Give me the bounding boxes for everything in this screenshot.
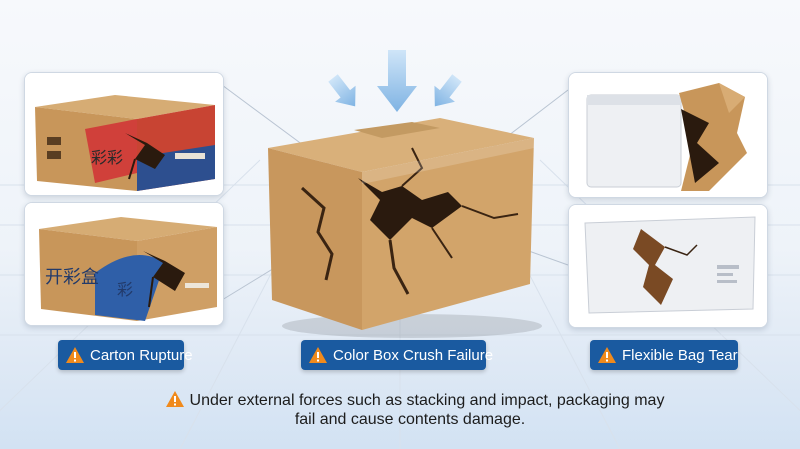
flexible-bag-torn-image	[569, 205, 767, 327]
carton-panel-bottom: 开彩盒 彩	[24, 202, 224, 326]
down-arrow-icon	[377, 50, 417, 112]
bag-tear-badge: Flexible Bag Tear	[590, 340, 738, 370]
warning-icon	[309, 347, 327, 363]
carton-blue-image: 开彩盒 彩	[25, 203, 223, 325]
carton-image: 彩彩	[25, 73, 223, 195]
warning-icon	[598, 347, 616, 363]
box-print-side-text: 彩	[117, 280, 133, 299]
warning-icon	[165, 391, 184, 407]
caption-line-1: Under external forces such as stacking a…	[189, 392, 665, 409]
carton-rupture-badge: Carton Rupture	[58, 340, 193, 370]
badge-label: Flexible Bag Tear	[622, 346, 738, 364]
color-box-crushed-image	[268, 118, 542, 338]
box-print-text: 开彩盒	[45, 267, 99, 288]
pressure-arrows	[328, 50, 462, 112]
box-print-text: 彩彩	[91, 148, 123, 167]
carton-panel-top: 彩彩	[24, 72, 224, 196]
badge-label: Color Box Crush Failure	[333, 346, 494, 364]
bag-panel-top	[568, 72, 768, 198]
badge-label: Carton Rupture	[90, 346, 193, 364]
warning-icon	[66, 347, 84, 363]
bag-panel-bottom	[568, 204, 768, 328]
caption-line-2: fail and cause contents damage.	[294, 411, 526, 428]
caption: Under external forces such as stacking a…	[130, 391, 690, 429]
flexible-bag-image	[569, 73, 767, 197]
down-arrow-icon	[434, 74, 462, 107]
crush-failure-badge: Color Box Crush Failure	[301, 340, 493, 370]
down-arrow-icon	[328, 74, 356, 107]
